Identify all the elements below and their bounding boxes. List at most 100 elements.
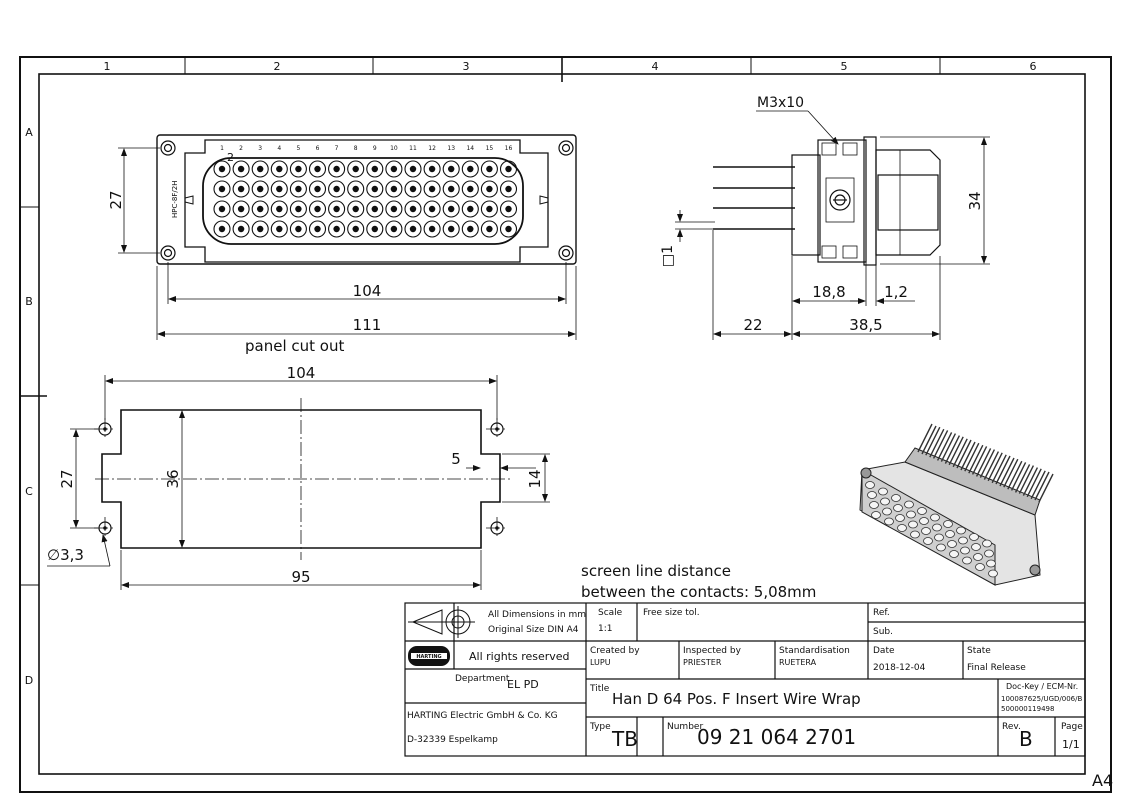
col-label-1: 1 xyxy=(104,60,111,73)
contact-hole xyxy=(423,160,441,178)
iso-pin xyxy=(1038,473,1054,503)
iso-pin xyxy=(964,442,980,472)
iso-pin xyxy=(925,426,941,456)
front-insert-face xyxy=(202,157,524,245)
contact-pin xyxy=(448,165,455,173)
contact-number: 5 xyxy=(296,145,300,152)
contact-hole xyxy=(423,220,441,238)
created-value: LUPU xyxy=(590,658,611,667)
panel-cutout-caption: panel cut out xyxy=(245,337,344,355)
contact-pin xyxy=(237,225,245,233)
contact-pin xyxy=(390,205,398,213)
contact-number: 2 xyxy=(239,145,243,152)
rev-value: B xyxy=(1019,727,1033,751)
iso-contact-hole xyxy=(988,569,998,578)
iso-pins xyxy=(917,423,1054,503)
iso-contact-hole xyxy=(982,539,992,548)
iso-contact-hole xyxy=(880,497,890,506)
iso-contact-holes xyxy=(865,481,998,578)
dim-cutout-27: 27 xyxy=(58,469,76,488)
contact-number: 7 xyxy=(335,145,339,152)
col-label-3: 3 xyxy=(463,60,470,73)
iso-contact-hole xyxy=(904,500,914,509)
iso-pin xyxy=(944,435,961,464)
col-label-6: 6 xyxy=(1030,60,1037,73)
contact-pin xyxy=(428,185,436,193)
col-label-5: 5 xyxy=(841,60,848,73)
iso-contact-hole xyxy=(869,501,879,509)
iso-pin xyxy=(948,436,964,466)
iso-contact-hole xyxy=(984,549,994,558)
contact-hole xyxy=(404,180,422,198)
iso-contact-hole xyxy=(932,523,942,532)
iso-pin xyxy=(995,455,1011,485)
iso-contact-hole xyxy=(949,550,959,558)
state-label: State xyxy=(967,646,991,656)
iso-pin xyxy=(975,448,992,477)
contact-pin xyxy=(257,185,264,193)
date-value: 2018-12-04 xyxy=(873,663,926,673)
contact-pin xyxy=(448,225,455,233)
harting-logo-text: HARTING xyxy=(416,654,441,660)
dim-cutout-5: 5 xyxy=(451,450,461,468)
contact-hole xyxy=(347,200,365,218)
contact-hole xyxy=(232,220,250,238)
side-front-housing xyxy=(875,149,941,256)
iso-contact-hole xyxy=(958,536,968,545)
iso-pin xyxy=(1030,470,1046,500)
iso-pin xyxy=(1014,464,1031,493)
contact-hole xyxy=(461,220,479,238)
contact-hole xyxy=(442,220,460,238)
iso-contact-hole xyxy=(945,530,955,538)
contact-hole xyxy=(232,160,250,178)
contact-pin xyxy=(257,165,264,173)
side-marking: HPC-8F/2H xyxy=(171,181,179,218)
contact-hole xyxy=(442,180,460,198)
state-value: Final Release xyxy=(967,663,1026,673)
projection-symbol xyxy=(408,606,475,638)
contact-hole xyxy=(232,180,250,198)
iso-pin xyxy=(929,428,945,458)
dim-side-18-8: 18,8 xyxy=(812,283,845,301)
contact-pin xyxy=(333,205,340,213)
iso-contact-hole xyxy=(871,511,881,519)
number-label: Number xyxy=(667,722,704,732)
contact-pin xyxy=(409,185,417,193)
date-label: Date xyxy=(873,646,895,656)
contact-hole xyxy=(347,180,365,198)
contact-pin xyxy=(486,205,493,213)
front-dimensions xyxy=(118,147,577,340)
iso-pin xyxy=(936,432,953,461)
dim-front-27: 27 xyxy=(107,190,125,209)
contact-pin xyxy=(276,165,283,173)
contact-hole xyxy=(213,160,231,178)
contact-pin xyxy=(276,185,283,193)
contact-hole xyxy=(328,220,346,238)
contact-pin xyxy=(428,225,436,233)
contact-number: 1 xyxy=(220,145,224,152)
iso-pin xyxy=(1010,462,1027,491)
iso-contact-hole xyxy=(891,494,901,502)
title-label: Title xyxy=(590,684,610,694)
iso-contact-hole xyxy=(893,504,903,512)
center-lines xyxy=(94,398,510,560)
side-view xyxy=(713,136,941,266)
iso-contact-hole xyxy=(923,537,933,545)
contact-pin xyxy=(237,185,245,193)
dim-cutout-14: 14 xyxy=(526,469,544,488)
contact-hole xyxy=(270,180,288,198)
dim-front-111: 111 xyxy=(353,316,382,334)
iso-pin xyxy=(999,457,1015,487)
standard-label: Standardisation xyxy=(779,646,850,656)
contact-hole xyxy=(289,220,307,238)
department-label: Department xyxy=(455,674,510,684)
iso-contact-hole xyxy=(947,540,957,548)
iso-pin xyxy=(940,433,957,462)
contact-pin xyxy=(314,205,321,213)
contact-pin xyxy=(371,225,378,233)
sheet-size: A4 xyxy=(1092,771,1114,790)
contact-pin xyxy=(314,165,321,173)
company: HARTING Electric GmbH & Co. KG xyxy=(407,711,558,721)
contact-number: 9 xyxy=(373,145,377,152)
contact-pin xyxy=(352,205,359,213)
